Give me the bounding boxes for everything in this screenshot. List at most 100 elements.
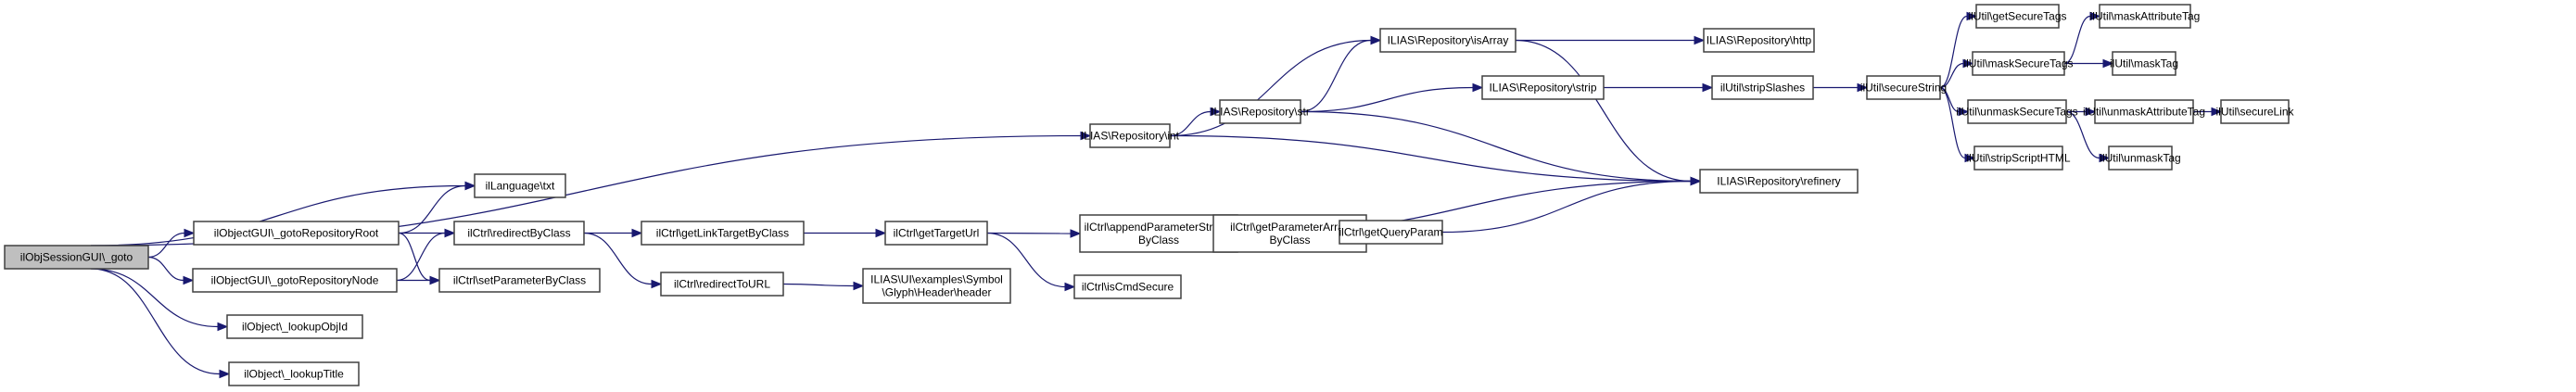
node-repo-int[interactable]: ILIAS\Repository\int	[1081, 123, 1180, 148]
node-lookup-obj-id[interactable]: ilObject\_lookupObjId	[226, 314, 363, 339]
arrowhead-icon	[1857, 82, 1869, 93]
edge-goto-root-to-set-parameter-by-class	[398, 232, 441, 285]
arrowhead-icon	[183, 275, 195, 285]
node-label: ilUtil\stripScriptHTML	[1966, 152, 2070, 165]
edge-secure-string-to-strip-script-html	[1939, 86, 1976, 163]
node-get-target-url[interactable]: ilCtrl\getTargetUrl	[884, 221, 988, 246]
node-box	[4, 245, 149, 270]
node-label: ilObject\_lookupTitle	[244, 368, 344, 381]
edge-get-link-target-by-class-to-get-target-url	[804, 228, 887, 238]
node-box	[1219, 99, 1301, 124]
node-label: ILIAS\Repository\http	[1707, 34, 1812, 47]
node-label: ILIAS\UI\examples\Symbol	[870, 273, 1003, 286]
node-get-secure-tags[interactable]: ilUtil\getSecureTags	[1968, 4, 2067, 29]
node-unmask-attribute-tag[interactable]: ilUtil\unmaskAttributeTag	[2083, 99, 2205, 124]
node-txt[interactable]: ilLanguage\txt	[474, 173, 566, 198]
node-box	[884, 221, 988, 246]
edge-goto-node-to-redirect-by-class	[396, 228, 456, 282]
edge-root-to-goto-node	[147, 256, 195, 285]
node-mask-attribute-tag[interactable]: ilUtil\maskAttributeTag	[2090, 4, 2201, 29]
node-lookup-title[interactable]: ilObject\_lookupTitle	[228, 361, 360, 386]
node-box	[1699, 169, 1859, 194]
arrowhead-icon	[1370, 35, 1382, 45]
edge-goto-root-to-txt	[398, 181, 476, 234]
node-repo-str[interactable]: ILIAS\Repository\str	[1211, 99, 1310, 124]
arrowhead-icon	[2102, 58, 2114, 69]
node-redirect-to-url[interactable]: ilCtrl\redirectToURL	[660, 272, 784, 297]
node-box	[1972, 51, 2065, 76]
arrowhead-icon	[1210, 107, 1222, 117]
node-box	[2220, 99, 2290, 124]
node-repo-strip[interactable]: ILIAS\Repository\strip	[1481, 75, 1605, 100]
node-box	[453, 221, 585, 246]
node-label: \Glyph\Header\header	[882, 286, 991, 299]
node-get-link-target-by-class[interactable]: ilCtrl\getLinkTargetByClass	[641, 221, 805, 246]
edge-redirect-by-class-to-get-link-target-by-class	[584, 228, 643, 238]
node-box	[1711, 75, 1814, 100]
node-box	[192, 268, 398, 293]
node-refinery[interactable]: ILIAS\Repository\refinery	[1699, 169, 1859, 194]
edge-line	[583, 232, 653, 285]
node-box	[1866, 75, 1941, 100]
arrowhead-icon	[1958, 107, 1970, 117]
arrowhead-icon	[1080, 131, 1092, 141]
edge-line	[1939, 86, 1966, 159]
arrowhead-icon	[875, 228, 887, 238]
edge-root-to-lookup-obj-id	[90, 268, 229, 332]
arrowhead-icon	[1064, 282, 1076, 292]
node-secure-string[interactable]: ilUtil\secureString	[1860, 75, 1947, 100]
node-box	[1973, 145, 2063, 171]
node-set-parameter-by-class[interactable]: ilCtrl\setParameterByClass	[438, 268, 601, 293]
node-unmask-tag[interactable]: ilUtil\unmaskTag	[2100, 145, 2181, 171]
node-header[interactable]: ILIAS\UI\examples\Symbol\Glyph\Header\he…	[862, 268, 1011, 304]
node-redirect-by-class[interactable]: ilCtrl\redirectByClass	[453, 221, 585, 246]
node-box	[2112, 51, 2176, 76]
edge-get-target-url-to-is-cmd-secure	[986, 232, 1076, 292]
node-repo-http[interactable]: ILIAS\Repository\http	[1703, 28, 1815, 53]
node-box	[1703, 28, 1815, 53]
edge-line	[986, 232, 1066, 288]
edge-line	[1169, 110, 1212, 137]
edge-repo-str-to-repo-is-array	[1300, 35, 1382, 113]
arrowhead-icon	[444, 228, 456, 238]
node-label: ilCtrl\appendParameterStrings	[1085, 221, 1234, 234]
edge-strip-slashes-to-secure-string	[1812, 82, 1869, 93]
node-strip-script-html[interactable]: ilUtil\stripScriptHTML	[1966, 145, 2071, 171]
node-label: ilObjectGUI\_gotoRepositoryNode	[211, 274, 379, 287]
arrowhead-icon	[464, 181, 476, 191]
edge-line	[1300, 110, 1692, 183]
node-get-query-param[interactable]: ilCtrl\getQueryParam	[1339, 220, 1443, 245]
nodes-layer: ilObjSessionGUI\_goto ilLanguage\txt ilObj…	[4, 4, 2295, 386]
node-goto-node[interactable]: ilObjectGUI\_gotoRepositoryNode	[192, 268, 398, 293]
node-label: ILIAS\Repository\str	[1211, 106, 1310, 119]
node-strip-slashes[interactable]: ilUtil\stripSlashes	[1711, 75, 1814, 100]
node-root[interactable]: ilObjSessionGUI\_goto	[4, 245, 149, 270]
arrowhead-icon	[2099, 153, 2111, 163]
node-repo-is-array[interactable]: ILIAS\Repository\isArray	[1379, 28, 1516, 53]
edge-redirect-to-url-to-header	[782, 281, 865, 291]
edge-line	[90, 268, 219, 328]
node-unmask-secure-tags[interactable]: ilUtil\unmaskSecureTags	[1956, 99, 2078, 124]
node-box	[193, 221, 400, 246]
node-goto-root[interactable]: ilObjectGUI\_gotoRepositoryRoot	[193, 221, 400, 246]
node-mask-secure-tags[interactable]: ilUtil\maskSecureTags	[1963, 51, 2074, 76]
node-is-cmd-secure[interactable]: ilCtrl\isCmdSecure	[1073, 274, 1182, 299]
node-label: ilCtrl\getTargetUrl	[894, 227, 980, 240]
edge-line	[398, 232, 431, 282]
node-box	[862, 268, 1011, 304]
node-label: ilUtil\getSecureTags	[1968, 10, 2066, 23]
node-label: ILIAS\Repository\refinery	[1717, 175, 1840, 188]
node-box	[1079, 214, 1238, 253]
node-mask-tag[interactable]: ilUtil\maskTag	[2110, 51, 2178, 76]
node-label: ilUtil\maskSecureTags	[1963, 57, 2073, 70]
node-label: ilCtrl\getLinkTargetByClass	[656, 227, 789, 240]
node-secure-link[interactable]: ilUtil\secureLink	[2215, 99, 2295, 124]
edge-line	[1169, 134, 1692, 183]
edge-line	[2063, 15, 2091, 65]
node-box	[2094, 99, 2194, 124]
arrowhead-icon	[219, 369, 231, 379]
node-label: ilCtrl\isCmdSecure	[1082, 281, 1174, 294]
arrowhead-icon	[1964, 153, 1976, 163]
node-label: ilUtil\unmaskTag	[2100, 152, 2180, 165]
